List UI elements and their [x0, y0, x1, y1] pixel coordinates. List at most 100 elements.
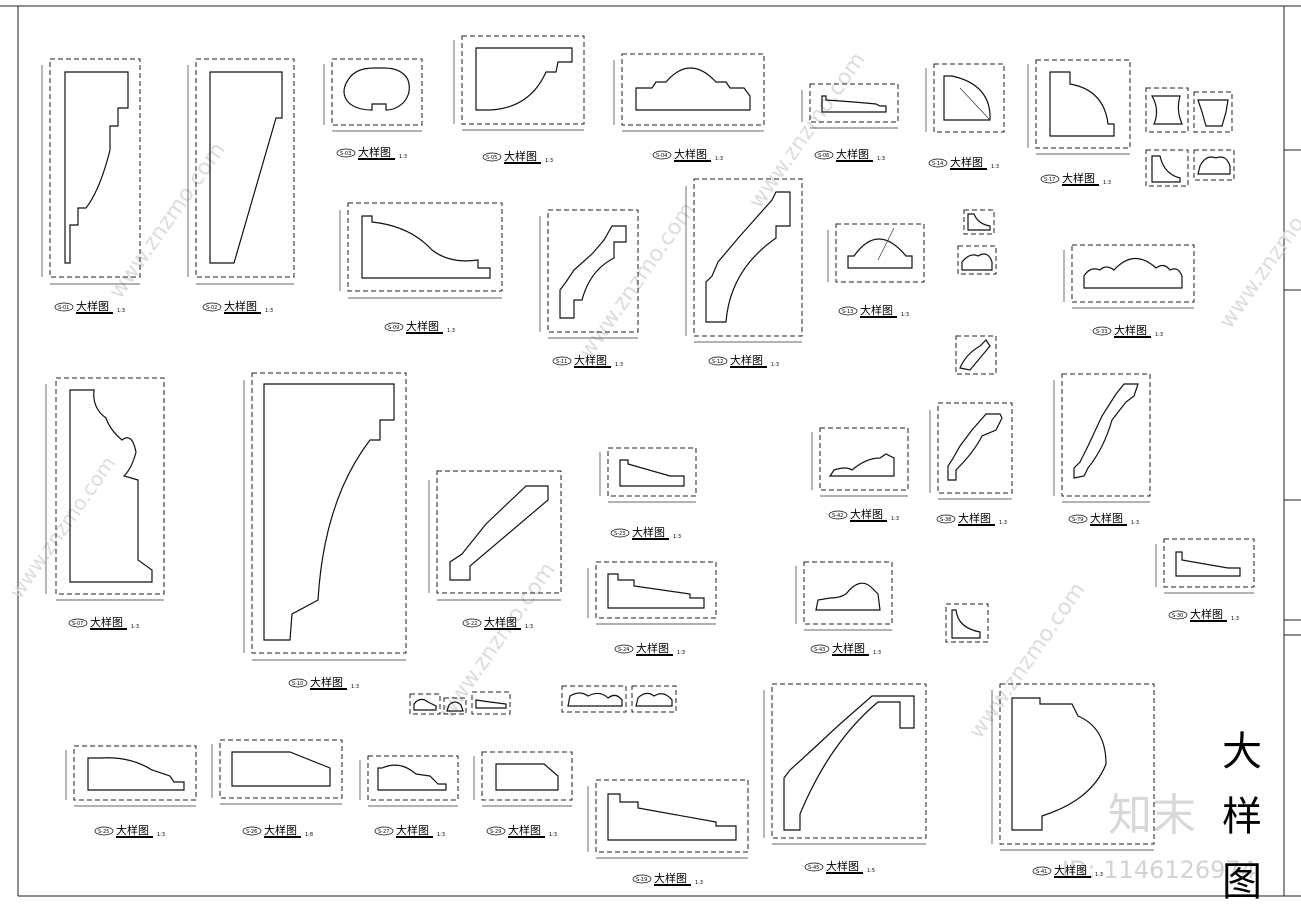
detail-label: S-02 大样图 1:3 [202, 299, 273, 314]
detail-scale: 1:3 [991, 164, 999, 170]
detail-tag: S-41 [1036, 869, 1047, 875]
detail-tag: S-10 [292, 681, 303, 687]
detail-tag: S-04 [656, 153, 667, 159]
detail-s41 [991, 683, 1155, 851]
detail-title: 大样图 [836, 147, 869, 161]
detail-title: 大样图 [674, 147, 707, 161]
detail-scale: 1:3 [447, 328, 455, 334]
detail-title: 大样图 [90, 615, 123, 629]
detail-tag: S-43 [814, 647, 825, 653]
detail-label: S-10 大样图 1:3 [288, 675, 359, 690]
sheet-title: 大 样 图 [1222, 729, 1262, 905]
detail-s04 [613, 53, 765, 132]
detail-scale: 1:3 [677, 650, 685, 656]
detail-s43 [795, 561, 893, 631]
detail-tag: S-19 [636, 877, 647, 883]
detail-s30 [1155, 538, 1255, 594]
detail-tag: S-29 [490, 829, 501, 835]
detail-s79 [1053, 373, 1151, 503]
detail-title: 大样图 [396, 823, 429, 837]
detail-label: S-04 大样图 1:3 [652, 147, 723, 162]
detail-label: S-79 大样图 1:3 [1068, 511, 1139, 526]
detail-s45 [763, 683, 927, 845]
detail-s33 [1063, 244, 1195, 309]
detail-title: 大样图 [484, 615, 517, 629]
detail-scale: 1:3 [525, 624, 533, 630]
detail-label: S-22 大样图 1:3 [462, 615, 533, 630]
detail-s26 [211, 739, 343, 805]
detail-tag: S-13 [842, 309, 853, 315]
detail-label: S-42 大样图 1:3 [828, 507, 899, 522]
detail-title: 大样图 [310, 675, 343, 689]
detail-label: S-14 大样图 1:3 [928, 155, 999, 170]
detail-title: 大样图 [860, 303, 893, 317]
detail-tag: S-25 [98, 829, 109, 835]
watermark-id: ID: 1146126974 [1062, 856, 1256, 884]
detail-s12 [685, 178, 803, 343]
detail-scale: 1:3 [771, 362, 779, 368]
detail-s06 [801, 83, 899, 129]
detail-tag: S-45 [808, 865, 819, 871]
detail-label: S-03 大样图 1:3 [336, 145, 407, 160]
detail-s27 [359, 755, 459, 807]
watermark-layer: www.znzmo.com www.znzmo.com www.znzmo.co… [4, 48, 1301, 884]
detail-tag: S-38 [940, 517, 951, 523]
detail-scale: 1:3 [545, 158, 553, 164]
detail-title: 大样图 [826, 859, 859, 873]
detail-scale: 1:8 [305, 832, 313, 838]
detail-label: S-13 大样图 1:3 [838, 303, 909, 318]
detail-tag: S-03 [340, 151, 351, 157]
detail-tag: S-42 [832, 513, 843, 519]
detail-scale: 1:3 [901, 312, 909, 318]
detail-label: S-01 大样图 1:3 [54, 299, 125, 314]
detail-s07 [45, 377, 165, 601]
detail-s01 [41, 58, 141, 285]
detail-scale: 1:5 [867, 868, 875, 874]
detail-label: S-24 大样图 1:3 [614, 641, 685, 656]
detail-scale: 1:3 [673, 534, 681, 540]
detail-s11 [539, 209, 639, 339]
detail-tag: S-30 [1172, 613, 1183, 619]
detail-label: S-33 大样图 1:3 [1092, 323, 1163, 338]
detail-scale: 1:3 [265, 308, 273, 314]
detail-label: S-17 大样图 1:3 [1040, 171, 1111, 186]
detail-label: S-23 大样图 1:3 [610, 525, 681, 540]
detail-scale: 1:3 [351, 684, 359, 690]
detail-label: S-05 大样图 1:3 [482, 149, 553, 164]
detail-title: 大样图 [950, 155, 983, 169]
detail-tag: S-33 [1096, 329, 1107, 335]
detail-s22 [428, 470, 562, 601]
detail-title: 大样图 [574, 353, 607, 367]
detail-tag: S-02 [206, 305, 217, 311]
detail-tag: S-22 [466, 621, 477, 627]
detail-s05 [453, 35, 585, 131]
detail-scale: 1:3 [437, 832, 445, 838]
detail-s03 [323, 58, 423, 132]
detail-scale: 1:3 [999, 520, 1007, 526]
detail-label: S-09 大样图 1:3 [384, 319, 455, 334]
detail-s14 [925, 63, 1005, 133]
detail-scale: 1:3 [1095, 872, 1103, 878]
watermark-url: www.znzmo.com [434, 558, 560, 723]
detail-label: S-11 大样图 1:3 [552, 353, 623, 368]
watermark-url: www.znzmo.com [4, 452, 120, 603]
detail-scale: 1:3 [157, 832, 165, 838]
detail-s13 [827, 223, 925, 283]
detail-s38 [929, 402, 1013, 500]
detail-tag: S-12 [712, 359, 723, 365]
detail-tag: S-27 [378, 829, 389, 835]
detail-title: 大样图 [116, 823, 149, 837]
detail-label: S-30 大样图 1:3 [1168, 607, 1239, 622]
detail-scale: 1:3 [615, 362, 623, 368]
detail-s17 [1027, 59, 1131, 155]
mini-profiles-mid [945, 209, 997, 643]
detail-title: 大样图 [504, 149, 537, 163]
detail-tag: S-06 [818, 153, 829, 159]
detail-label: S-25 大样图 1:3 [94, 823, 165, 838]
detail-s19 [587, 779, 749, 859]
detail-tag: S-01 [58, 305, 69, 311]
detail-title: 大样图 [406, 319, 439, 333]
detail-scale: 1:3 [877, 156, 885, 162]
watermark-logo: 知末 [1108, 790, 1196, 841]
